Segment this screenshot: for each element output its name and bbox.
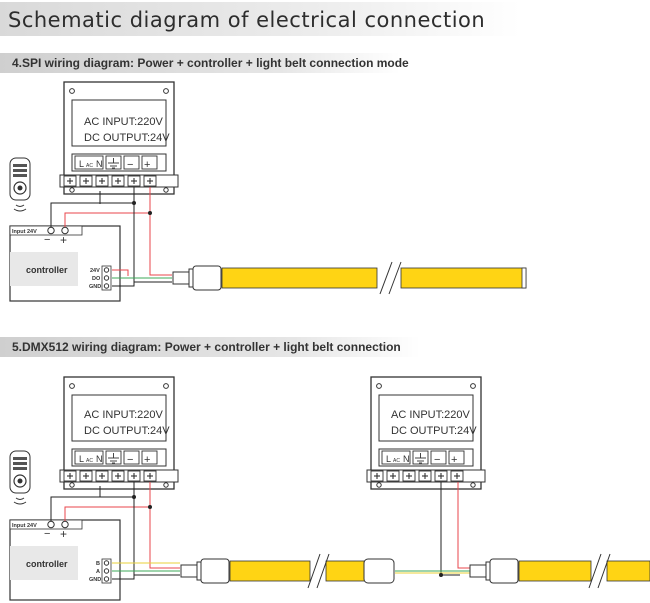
psu-terminal-ac: AC	[86, 163, 93, 169]
spi-controller: controller Input 24V − + 24V DO GND	[9, 225, 121, 302]
psu2-terminal-plus: +	[451, 454, 457, 466]
psu-ac-input: AC INPUT:220V	[84, 116, 164, 128]
psu-terminal-plus: +	[144, 159, 150, 171]
dmx-remote-icon	[9, 450, 31, 505]
psu1-terminal-l: L	[79, 454, 84, 464]
controller-label: controller	[26, 265, 68, 275]
section-spi-heading-bar: 4.SPI wiring diagram: Power + controller…	[0, 53, 409, 73]
psu1-ac-input: AC INPUT:220V	[84, 409, 164, 421]
psu2-terminal-l: L	[386, 454, 391, 464]
section-dmx-heading-bar: 5.DMX512 wiring diagram: Power + control…	[0, 337, 420, 357]
section-spi-heading: 4.SPI wiring diagram: Power + controller…	[12, 56, 409, 70]
psu-dc-output: DC OUTPUT:24V	[84, 132, 170, 144]
spi-led-strip	[172, 261, 527, 295]
controller-input-label: Input 24V	[12, 229, 37, 235]
psu2-ac-input: AC INPUT:220V	[391, 409, 471, 421]
psu1-terminal-plus: +	[144, 454, 150, 466]
controller-minus: −	[44, 234, 50, 246]
section-dmx-heading: 5.DMX512 wiring diagram: Power + control…	[12, 340, 401, 354]
dmx-controller: controller Input 24V − + B A GND	[9, 519, 121, 601]
spi-wires	[50, 187, 172, 287]
spi-pin-do: DO	[92, 276, 101, 282]
psu1-dc-output: DC OUTPUT:24V	[84, 425, 170, 437]
dmx-power-supply-1: AC INPUT:220V DC OUTPUT:24V L AC N − +	[59, 376, 179, 490]
psu2-terminal-ac: AC	[393, 458, 400, 464]
dmx-led-strip-2	[469, 553, 650, 589]
dmx-controller-input-label: Input 24V	[12, 523, 37, 529]
dmx-pin-b: B	[96, 561, 100, 567]
psu-terminal-minus: −	[127, 159, 133, 171]
psu-terminal-n: N	[96, 159, 103, 169]
spi-pin-gnd: GND	[89, 284, 101, 290]
psu1-terminal-n: N	[96, 454, 103, 464]
page-title: Schematic diagram of electrical connecti…	[8, 8, 486, 32]
psu2-terminal-minus: −	[434, 454, 440, 466]
controller-plus: +	[60, 233, 67, 247]
title-banner: Schematic diagram of electrical connecti…	[0, 2, 520, 36]
dmx-controller-plus: +	[60, 527, 67, 541]
dmx-pin-a: A	[96, 569, 100, 575]
psu1-terminal-ac: AC	[86, 458, 93, 464]
spi-remote-icon	[9, 157, 31, 212]
spi-power-supply: AC INPUT:220V DC OUTPUT:24V L AC N − +	[59, 81, 179, 195]
dmx-controller-minus: −	[44, 528, 50, 540]
spi-pin-24v: 24V	[90, 268, 100, 274]
dmx-pin-gnd: GND	[89, 577, 101, 583]
psu-terminal-l: L	[79, 159, 84, 169]
dmx-controller-label: controller	[26, 559, 68, 569]
psu2-dc-output: DC OUTPUT:24V	[391, 425, 477, 437]
psu2-terminal-n: N	[403, 454, 410, 464]
dmx-led-strip-1	[180, 553, 395, 589]
psu1-terminal-minus: −	[127, 454, 133, 466]
dmx-power-supply-2: AC INPUT:220V DC OUTPUT:24V L AC N − +	[366, 376, 486, 490]
